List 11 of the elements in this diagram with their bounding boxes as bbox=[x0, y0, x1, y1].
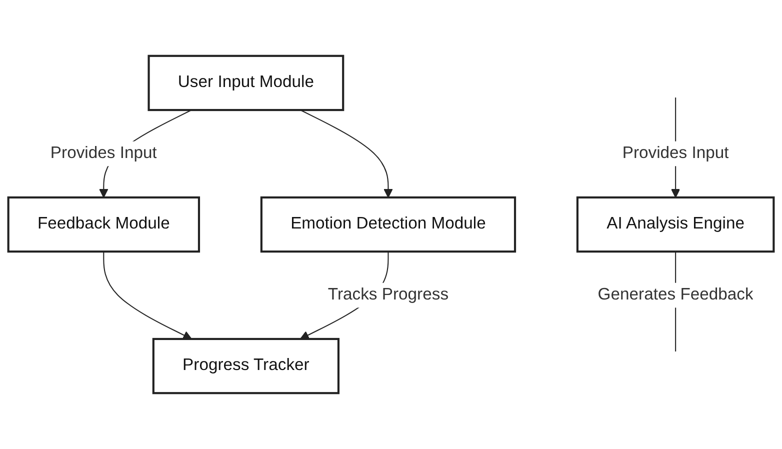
arrow bbox=[103, 252, 192, 340]
edge-label: Tracks Progress bbox=[328, 286, 449, 304]
arrow bbox=[300, 110, 393, 198]
node-box: User Input Module bbox=[148, 54, 344, 112]
node-box: Emotion Detection Module bbox=[260, 196, 516, 253]
edge-label: Generates Feedback bbox=[598, 286, 754, 304]
edge-label: Provides Input bbox=[50, 144, 157, 162]
node-box: Feedback Module bbox=[7, 196, 200, 253]
edge-label: Provides Input bbox=[622, 144, 729, 162]
node-box: Progress Tracker bbox=[152, 338, 340, 394]
node-box: AI Analysis Engine bbox=[576, 196, 775, 253]
